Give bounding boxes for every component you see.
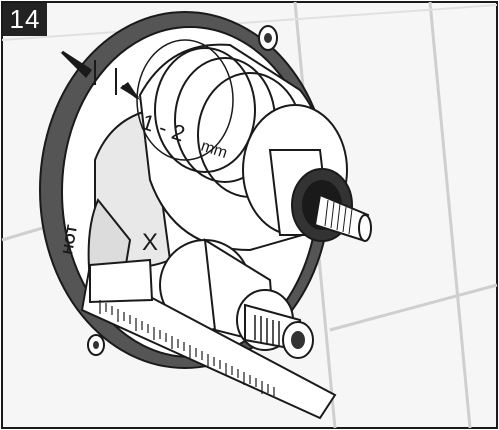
hot-stamp: HOT bbox=[59, 223, 80, 255]
measuring-ruler bbox=[80, 258, 337, 420]
ruler-ticks bbox=[99, 300, 275, 396]
step-number-badge: 14 bbox=[3, 3, 47, 36]
cartridge bbox=[136, 39, 372, 252]
check-valve bbox=[159, 238, 314, 359]
dimension-arrows bbox=[60, 50, 140, 100]
marker-x: X bbox=[142, 229, 158, 256]
